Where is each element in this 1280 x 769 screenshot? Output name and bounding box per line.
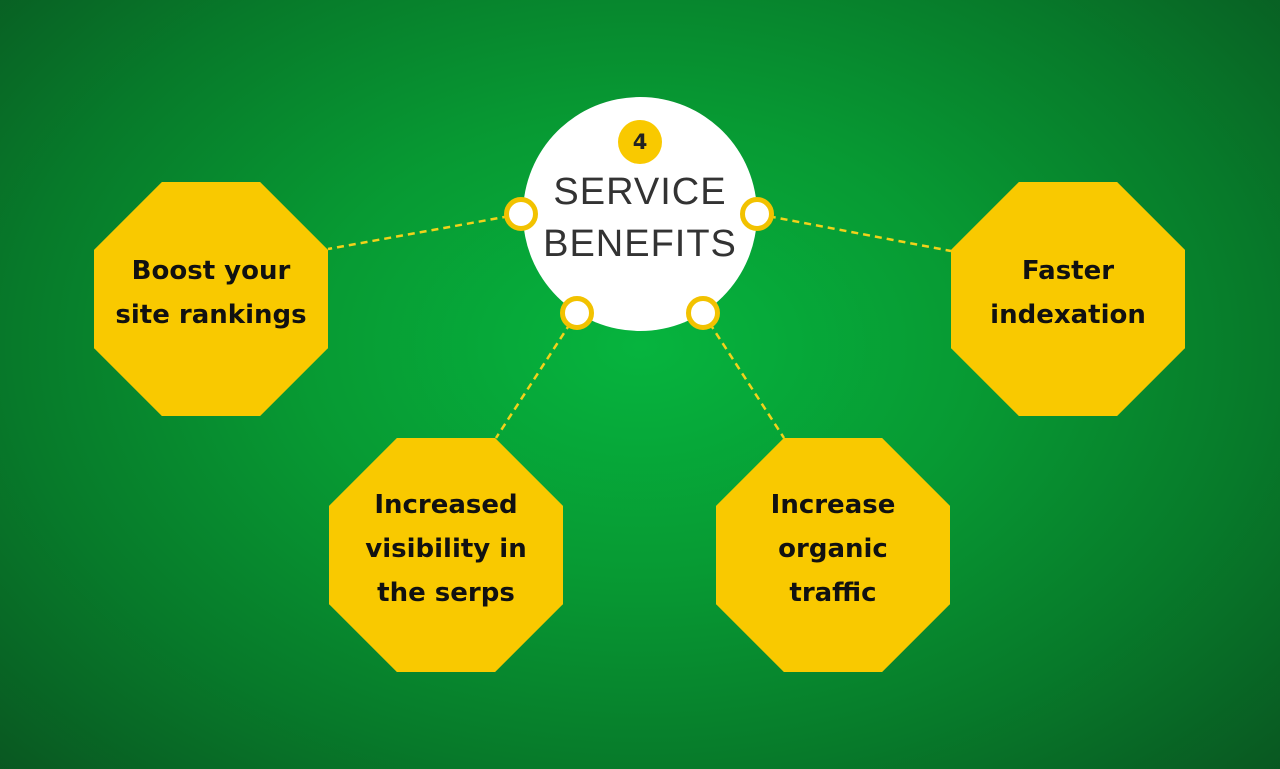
connector-node (504, 197, 538, 231)
benefit-label: Increase organic traffic (770, 490, 896, 608)
benefit-label: Increased visibility in the serps (365, 490, 527, 608)
hub-title: SERVICE BENEFITS (543, 166, 737, 270)
connector-line (327, 212, 522, 251)
connector-node (686, 296, 720, 330)
count-badge: 4 (618, 120, 662, 164)
hub-title-line1: SERVICE (553, 171, 727, 213)
connector-line (494, 312, 579, 439)
benefit-increased-visibility: Increased visibility in the serps (329, 438, 563, 672)
benefit-boost-rankings: Boost your site rankings (94, 182, 328, 416)
connector-node (560, 296, 594, 330)
benefit-organic-traffic: Increase organic traffic (716, 438, 950, 672)
connector-node (740, 197, 774, 231)
hub-title-line2: BENEFITS (543, 223, 737, 265)
connector-line (756, 212, 952, 253)
benefit-faster-indexation: Faster indexation (951, 182, 1185, 416)
benefit-label: Faster indexation (990, 256, 1146, 330)
service-benefits-hub: 4 SERVICE BENEFITS (523, 97, 757, 331)
connector-line (701, 312, 786, 439)
benefit-label: Boost your site rankings (115, 256, 307, 330)
